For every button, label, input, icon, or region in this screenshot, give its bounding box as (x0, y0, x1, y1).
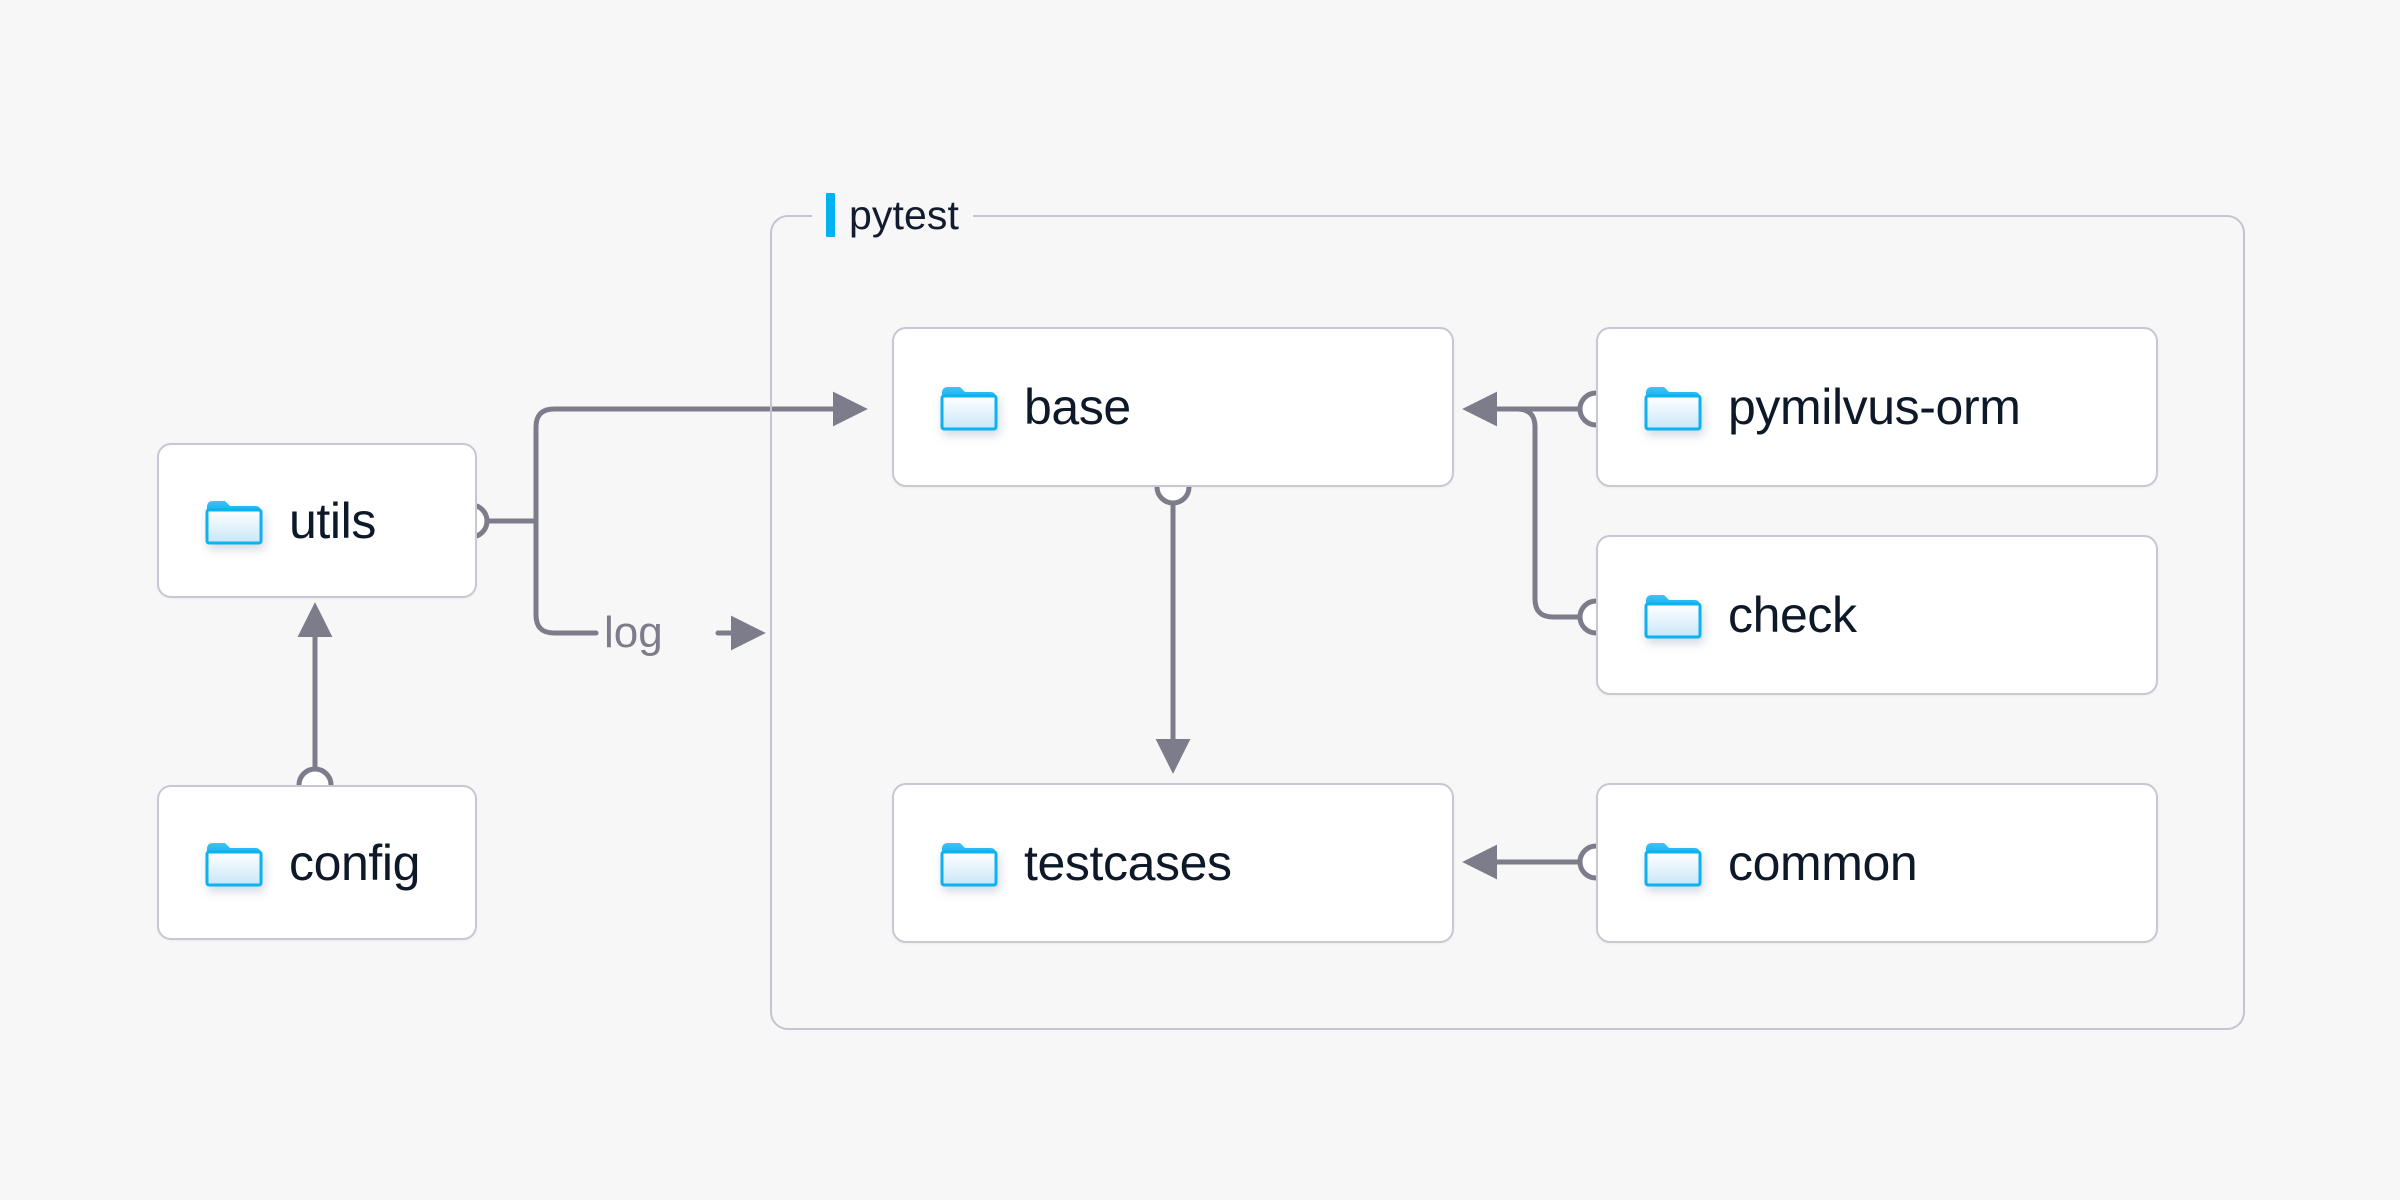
folder-icon (205, 839, 263, 887)
group-title: pytest (849, 191, 959, 238)
folder-icon (1644, 383, 1702, 431)
group-pytest[interactable] (770, 215, 2245, 1030)
node-config-label: config (289, 834, 421, 891)
group-pytest-label: pytest (812, 191, 973, 238)
group-accent-bar (826, 193, 835, 237)
folder-icon (940, 383, 998, 431)
node-common-label: common (1728, 835, 1918, 891)
node-testcases-label: testcases (1024, 835, 1232, 891)
node-utils[interactable]: utils (157, 443, 477, 598)
node-check-label: check (1728, 587, 1857, 643)
node-base[interactable]: base (892, 327, 1454, 487)
node-common[interactable]: common (1596, 783, 2158, 943)
folder-icon (1644, 591, 1702, 639)
folder-icon (940, 839, 998, 887)
node-pymilvus-orm[interactable]: pymilvus-orm (1596, 327, 2158, 487)
edge-utils-log (533, 518, 599, 636)
node-config[interactable]: config (157, 785, 477, 940)
edge-label-log: log (604, 608, 663, 657)
folder-icon (205, 497, 263, 545)
node-base-label: base (1024, 379, 1131, 435)
folder-icon (1644, 839, 1702, 887)
node-utils-label: utils (289, 492, 376, 549)
node-pymilvus-orm-label: pymilvus-orm (1728, 379, 2021, 435)
node-check[interactable]: check (1596, 535, 2158, 695)
node-testcases[interactable]: testcases (892, 783, 1454, 943)
